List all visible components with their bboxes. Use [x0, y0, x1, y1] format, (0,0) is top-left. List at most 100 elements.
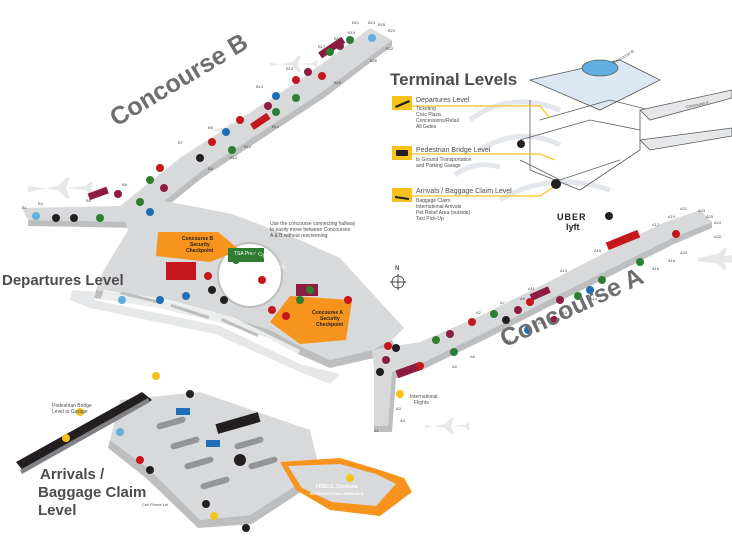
connector-note: Use the concourse connecting hallway: [270, 221, 356, 227]
gate-label: A15: [594, 248, 602, 253]
gate-label: B15: [286, 66, 294, 71]
level-icons: [392, 96, 613, 220]
concourse-b-checkpoint: [156, 232, 240, 262]
concourse-a-checkpoint: [270, 296, 352, 344]
airplane-icon: [28, 178, 93, 198]
gate-label: B16: [334, 80, 342, 85]
gate-label: B5: [86, 198, 91, 203]
level-pointers: [392, 105, 556, 197]
gate-label: A2: [476, 310, 481, 315]
checkpoint-a-line: Concourse A: [312, 310, 343, 316]
gate-label: B12: [244, 144, 252, 149]
gate-label: A16: [652, 266, 660, 271]
arrivals-item: International Arrivals: [416, 204, 462, 210]
gate-label: A5: [452, 364, 457, 369]
gate-label: A10: [538, 320, 546, 325]
gate-label: A24: [714, 220, 722, 225]
lyft-logo: lyft: [566, 222, 580, 232]
departures-curb: [70, 290, 340, 384]
north-arrow-icon: [390, 274, 406, 290]
gate-label: A23: [698, 208, 706, 213]
gate-label: A6: [470, 354, 475, 359]
cell-phone-note: Cell Phone Lot: [142, 502, 169, 507]
gate-label: A20: [680, 250, 688, 255]
departures-level-label: Departures Level: [416, 97, 470, 104]
checkpoint-a-line: Security: [320, 316, 340, 322]
connector-note: A & B without rescreening.: [270, 233, 329, 239]
gate-label: B13: [256, 84, 264, 89]
arrivals-markers: [62, 372, 354, 532]
checkpoint-a-line: Checkpoint: [316, 322, 344, 328]
gate-label: A11: [528, 286, 535, 291]
arrivals-item: Baggage Claim: [416, 198, 451, 204]
tsa-precheck-label: TSA Pre✓: [234, 251, 257, 257]
international-note: International: [410, 394, 438, 400]
gate-label: A17: [652, 222, 660, 227]
gate-label: A12: [560, 310, 568, 315]
gate-label: B1: [22, 205, 27, 210]
gate-label: A18: [668, 258, 676, 263]
terminal-levels-title: Terminal Levels: [390, 70, 518, 89]
checkpoint-b-line: Concourse B: [182, 236, 214, 242]
concourse-b: [22, 28, 392, 228]
airplane-icon: [425, 418, 470, 434]
concourse-b-markers: [32, 34, 376, 222]
gate-label: A22: [714, 234, 722, 239]
arrivals-title-line2: Baggage Claim: [38, 484, 147, 501]
departures-level-title: Departures Level: [2, 272, 124, 289]
arrivals-level: [16, 392, 412, 528]
gate-label: B24: [388, 28, 396, 33]
gate-label: B10: [230, 155, 238, 160]
checkpoint-b-line: Checkpoint: [186, 248, 214, 254]
gate-label: B4: [38, 201, 43, 206]
pedestrian-bridge: [16, 392, 152, 472]
fis-label: FIS/U.S. Customs: [316, 484, 358, 490]
gate-label: A14: [590, 296, 598, 301]
arrivals-level-label: Arrivals / Baggage Claim Level: [416, 188, 512, 195]
gate-label: A19: [668, 214, 676, 219]
gate-label: B17: [318, 44, 326, 49]
arrivals-title-line3: Level: [38, 502, 77, 519]
terminal-levels-diagram: [519, 59, 732, 191]
uber-logo: UBER: [557, 212, 587, 222]
gate-label: A3: [396, 406, 401, 411]
gate-label: A4: [400, 418, 405, 423]
departures-item: Civic Plaza: [416, 112, 441, 118]
gate-label: B7: [178, 140, 183, 145]
international-note: Flights: [414, 400, 429, 406]
gate-label: A8: [506, 338, 511, 343]
departures-item: All Gates: [416, 124, 437, 130]
pet-relief-icon: [517, 140, 525, 148]
pet-relief-icon: [605, 212, 613, 220]
taxi-icon: [551, 179, 561, 189]
gate-label: B18: [334, 36, 342, 41]
gate-label: B21: [352, 20, 360, 25]
gate-label: A25: [706, 214, 714, 219]
gate-label: B6: [122, 182, 127, 187]
pedestrian-bridge-note: Pedestrian Bridge: [52, 403, 92, 409]
connector-note: to easily move between Concourses: [270, 227, 351, 233]
pedestrian-bridge-note: Level to Garage: [52, 409, 88, 415]
bridge-item: and Parking Garage: [416, 163, 461, 169]
gate-label: A13: [560, 268, 568, 273]
arrivals-item: Pet Relief Area (outside): [416, 210, 471, 216]
arrivals-item: Taxi Pick-Up: [416, 216, 444, 222]
bridge-level-label: Pedestrian Bridge Level: [416, 147, 491, 154]
gate-label: A9: [520, 296, 525, 301]
central-markers: [118, 252, 392, 376]
north-label: N: [395, 266, 400, 272]
gate-label: A7: [500, 300, 505, 305]
ticketing-counter: [166, 262, 196, 280]
gate-label: B14: [272, 124, 280, 129]
gate-label: A1: [374, 428, 379, 433]
gate-label: B25: [378, 22, 386, 27]
bridge-item: to Ground Transportation: [416, 157, 472, 163]
checkpoint-b-line: Security: [190, 242, 210, 248]
international-arrivals-label: INTERNATIONAL ARRIVALS: [310, 491, 364, 496]
arrivals-title-line1: Arrivals /: [40, 466, 105, 483]
airplane-icon: [270, 56, 318, 72]
gate-label: B19: [348, 30, 356, 35]
concourse-a-markers: [382, 230, 680, 398]
